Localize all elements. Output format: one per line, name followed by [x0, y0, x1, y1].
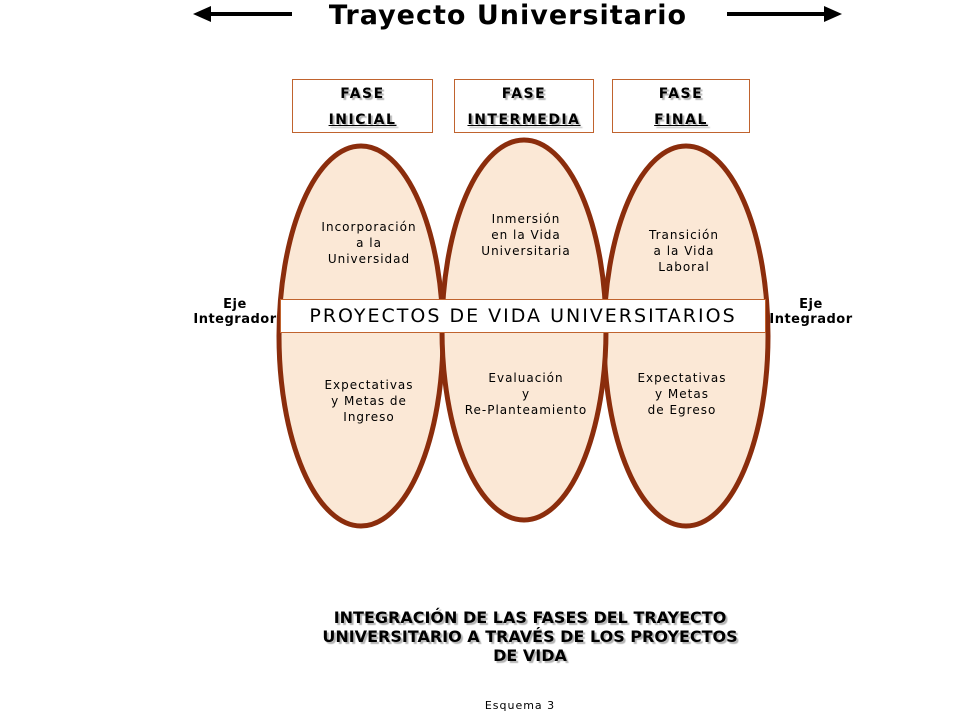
phase-intermedia-line2: INTERMEDIA [467, 112, 581, 128]
diagram-caption: INTEGRACIÓN DE LAS FASES DEL TRAYECTO UN… [322, 608, 738, 665]
axis-label-right: Eje Integrador [769, 297, 853, 327]
final-top-text: Transición a la Vida Laboral [649, 228, 719, 274]
phase-final-line2: FINAL [654, 112, 708, 128]
inicial-top-text: Incorporación a la Universidad [321, 220, 417, 266]
phase-inicial-line2: INICIAL [328, 112, 397, 128]
phase-final-line1: FASE [658, 86, 704, 102]
ellipse-inicial [276, 143, 446, 529]
integrator-banner: PROYECTOS DE VIDA UNIVERSITARIOS [280, 299, 766, 333]
phase-inicial-line1: FASE [340, 86, 385, 102]
phase-box-inicial: FASE INICIAL [292, 79, 433, 133]
phase-box-intermedia: FASE INTERMEDIA [454, 79, 594, 133]
diagram-title: Trayecto Universitario [329, 0, 687, 31]
figure-label: Esquema 3 [484, 699, 556, 712]
final-bottom-text: Expectativas y Metas de Egreso [637, 371, 727, 417]
intermedia-bottom-text: Evaluación y Re-Planteamiento [464, 371, 588, 417]
ellipse-final [601, 143, 771, 529]
phase-ellipses [276, 137, 771, 529]
inicial-bottom-text: Expectativas y Metas de Ingreso [324, 378, 414, 424]
phase-box-final: FASE FINAL [612, 79, 750, 133]
phase-intermedia-line1: FASE [501, 86, 547, 102]
intermedia-top-text: Inmersión en la Vida Universitaria [481, 212, 571, 258]
timeline-arrow [193, 6, 842, 22]
axis-label-left: Eje Integrador [193, 297, 277, 327]
